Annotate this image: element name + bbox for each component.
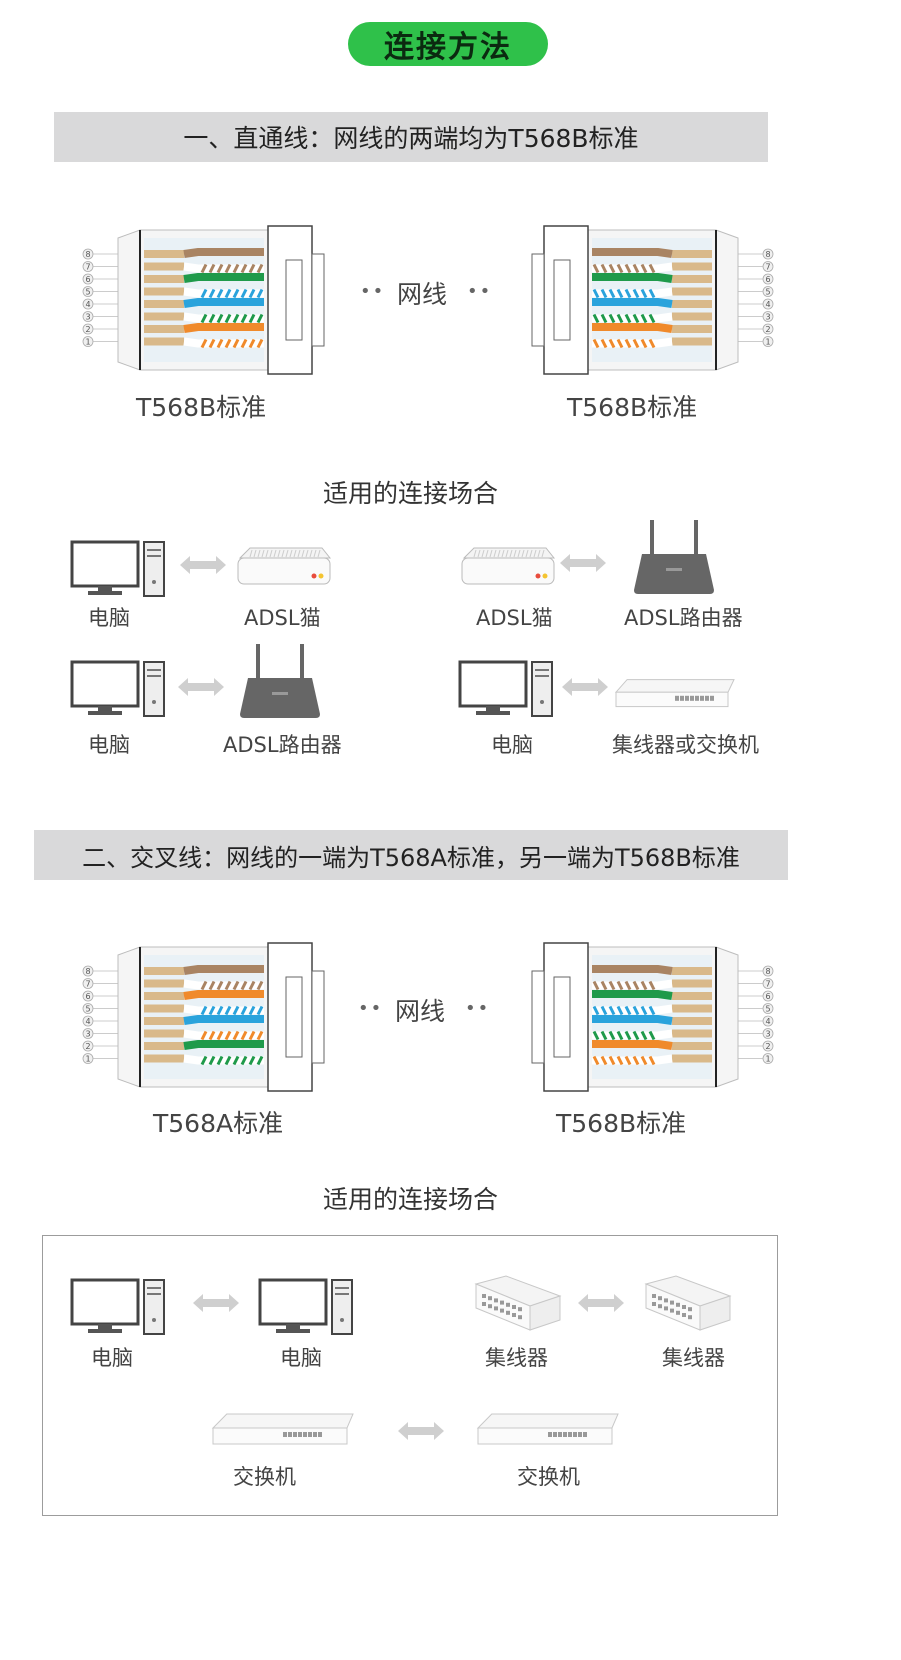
bidirectional-arrow-icon [560, 552, 606, 574]
bidirectional-arrow-icon [578, 1292, 624, 1314]
scenario-label: 交换机 [517, 1465, 580, 1489]
scenario-label: 集线器 [662, 1346, 725, 1370]
svg-text:3: 3 [765, 1030, 770, 1039]
svg-text:3: 3 [85, 313, 90, 322]
svg-text:5: 5 [765, 288, 770, 297]
svg-text:1: 1 [85, 338, 90, 347]
svg-text:6: 6 [765, 992, 770, 1001]
cable-dots-right: •• [465, 998, 491, 1019]
switch-icon [474, 1410, 622, 1450]
scenario-label: 电脑 [491, 733, 533, 757]
pc-icon [70, 660, 166, 718]
crossover-right-standard-label: T568B标准 [556, 1109, 687, 1138]
switch-icon [209, 1410, 357, 1450]
svg-text:5: 5 [85, 1005, 90, 1014]
crossover-scenario-box [42, 1235, 778, 1516]
pc-icon [258, 1278, 354, 1336]
svg-text:8: 8 [85, 967, 90, 976]
svg-text:3: 3 [765, 313, 770, 322]
svg-text:7: 7 [765, 980, 770, 989]
svg-text:3: 3 [85, 1030, 90, 1039]
svg-text:2: 2 [765, 1042, 770, 1051]
scenario-label: ADSL猫 [476, 606, 553, 630]
cable-label: 网线 [397, 280, 448, 309]
crossover-left-standard-label: T568A标准 [153, 1109, 284, 1138]
switch-icon [612, 676, 738, 712]
svg-text:7: 7 [85, 980, 90, 989]
cable-label: 网线 [395, 997, 446, 1026]
scenario-label: ADSL路由器 [223, 733, 342, 757]
svg-text:4: 4 [85, 1017, 90, 1026]
router-icon [238, 644, 322, 720]
svg-text:6: 6 [85, 992, 90, 1001]
svg-text:4: 4 [765, 300, 770, 309]
scenario-label: ADSL猫 [244, 606, 321, 630]
cable-dots-left: •• [358, 998, 384, 1019]
crossover-right-connector: 1 2 3 4 5 6 7 8 [518, 937, 778, 1097]
svg-text:6: 6 [765, 275, 770, 284]
svg-text:8: 8 [765, 967, 770, 976]
svg-text:7: 7 [765, 263, 770, 272]
svg-text:2: 2 [765, 325, 770, 334]
crossover-left-connector: 1 2 3 4 5 6 7 8 [78, 937, 338, 1097]
straight-right-connector: 1 2 3 4 5 6 7 8 [518, 220, 778, 380]
crossover-scenario-title: 适用的连接场合 [323, 1185, 499, 1214]
bidirectional-arrow-icon [180, 554, 226, 576]
adsl-modem-icon [460, 544, 556, 590]
scenario-label: ADSL路由器 [624, 606, 743, 630]
page-title: 连接方法 [348, 22, 548, 66]
svg-text:2: 2 [85, 1042, 90, 1051]
straight-scenario-title: 适用的连接场合 [323, 479, 499, 508]
scenario-label: 电脑 [91, 1346, 133, 1370]
bidirectional-arrow-icon [193, 1292, 239, 1314]
scenario-label: 集线器或交换机 [612, 733, 759, 757]
scenario-label: 电脑 [280, 1346, 322, 1370]
hub-icon [466, 1274, 562, 1334]
straight-section-header: 一、直通线：网线的两端均为T568B标准 [54, 112, 768, 162]
svg-text:8: 8 [85, 250, 90, 259]
svg-text:8: 8 [765, 250, 770, 259]
cable-dots-right: •• [467, 281, 493, 302]
bidirectional-arrow-icon [178, 676, 224, 698]
svg-text:2: 2 [85, 325, 90, 334]
svg-text:7: 7 [85, 263, 90, 272]
scenario-label: 电脑 [88, 606, 130, 630]
svg-text:1: 1 [85, 1055, 90, 1064]
pc-icon [70, 540, 166, 598]
straight-right-standard-label: T568B标准 [567, 393, 698, 422]
adsl-modem-icon [236, 544, 332, 590]
scenario-label: 集线器 [485, 1346, 548, 1370]
svg-text:1: 1 [765, 1055, 770, 1064]
scenario-label: 电脑 [88, 733, 130, 757]
bidirectional-arrow-icon [562, 676, 608, 698]
svg-text:4: 4 [85, 300, 90, 309]
cable-dots-left: •• [360, 281, 386, 302]
svg-text:5: 5 [85, 288, 90, 297]
svg-text:5: 5 [765, 1005, 770, 1014]
straight-left-standard-label: T568B标准 [136, 393, 267, 422]
hub-icon [636, 1274, 732, 1334]
scenario-label: 交换机 [233, 1465, 296, 1489]
pc-icon [458, 660, 554, 718]
svg-text:1: 1 [765, 338, 770, 347]
crossover-section-header: 二、交叉线：网线的一端为T568A标准，另一端为T568B标准 [34, 830, 788, 880]
bidirectional-arrow-icon [398, 1420, 444, 1442]
straight-left-connector: 1 2 3 4 5 6 7 8 [78, 220, 338, 380]
pc-icon [70, 1278, 166, 1336]
router-icon [632, 520, 716, 596]
svg-text:6: 6 [85, 275, 90, 284]
svg-text:4: 4 [765, 1017, 770, 1026]
